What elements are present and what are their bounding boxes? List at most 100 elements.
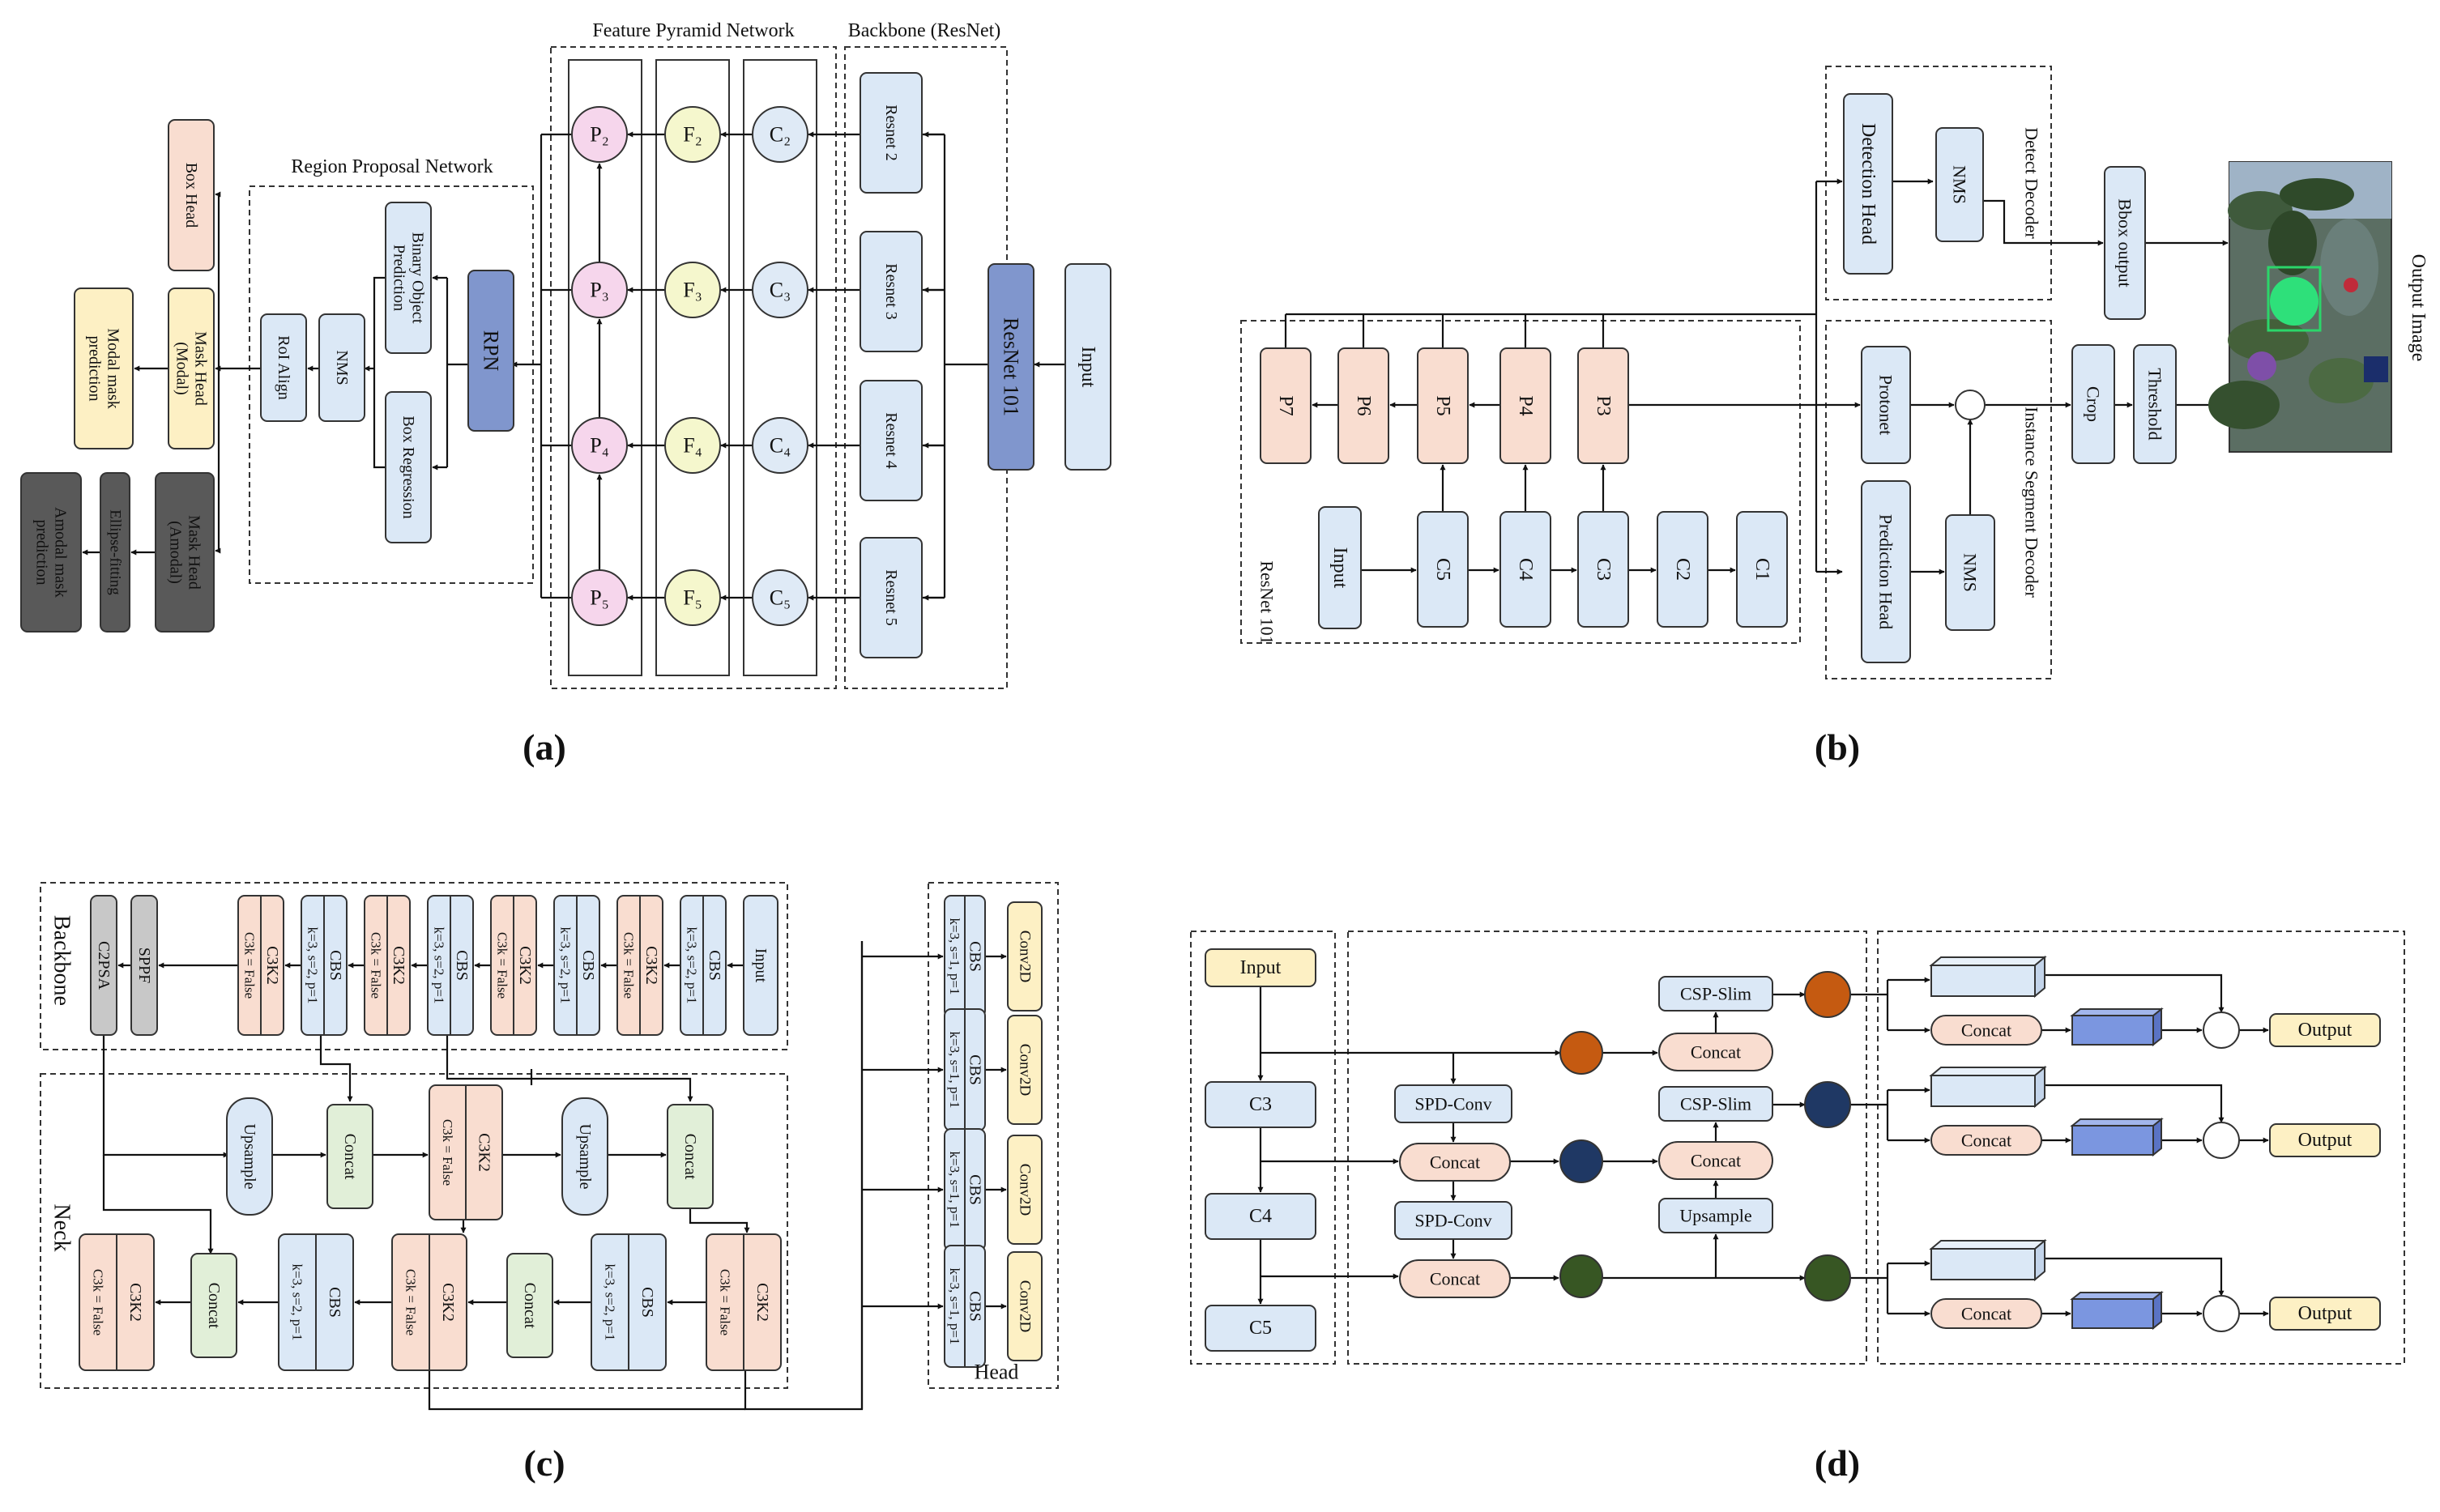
head-conv2d-1 — [1007, 1015, 1043, 1125]
input-block-label: Input — [1077, 347, 1098, 388]
connector — [102, 1035, 229, 1158]
head-cbs-2-sublabel: k=3, s=1, p=1 — [947, 1152, 962, 1229]
backbone-block-4-sublabel: C3k = False — [495, 932, 510, 999]
output-block-0-label: Output — [2298, 1020, 2353, 1041]
output-image — [2208, 161, 2392, 453]
detection-head-block-label: Detection Head — [1858, 123, 1879, 245]
input-frame-d — [1190, 931, 1336, 1365]
backbone-block-3-label: CBS — [579, 950, 597, 981]
roi-align-block-label: RoI Align — [275, 335, 292, 399]
p-block-p5-label: P5 — [1432, 395, 1453, 415]
nms-bottom-block — [1945, 514, 1995, 631]
c-block-c1-label: C1 — [1751, 558, 1772, 581]
c3-block — [1205, 1081, 1316, 1128]
backbone-block-9 — [130, 895, 158, 1036]
p-node-label: P₅ — [590, 586, 609, 610]
neck-label: Neck — [49, 1203, 75, 1251]
c4-block — [1205, 1193, 1316, 1240]
upsample-d — [1658, 1198, 1773, 1233]
input-block — [1064, 263, 1111, 471]
concat-d3 — [1658, 1033, 1773, 1071]
c-node-label: C₃ — [770, 279, 791, 302]
c-node-label: C₅ — [770, 586, 791, 610]
c-block-c2-label: C2 — [1672, 558, 1693, 581]
head-cbs-0-sublabel: k=3, s=1, p=1 — [947, 918, 962, 995]
concat-head-1 — [1930, 1125, 2042, 1156]
c4-block-label: C4 — [1249, 1206, 1272, 1227]
concat-a — [190, 1253, 237, 1358]
neck-frame — [40, 1073, 788, 1389]
crop-block — [2071, 344, 2115, 464]
f-node-label: F₃ — [683, 279, 702, 302]
ellipse-fitting-block — [100, 472, 130, 632]
c-node-2 — [752, 106, 808, 163]
csp-slim-2 — [1658, 1086, 1773, 1122]
threshold-block-label: Threshold — [2145, 368, 2165, 440]
box-regression-block-label: Box Regression — [399, 415, 417, 518]
upsample-d-label: Upsample — [1679, 1206, 1751, 1226]
concat-d4-label: Concat — [1691, 1151, 1741, 1171]
amodal-prediction-block — [20, 472, 82, 632]
f-node-label: F₄ — [683, 434, 702, 458]
neck-c3k2-a-label: C3K2 — [126, 1283, 144, 1322]
conv-slab-1 — [2070, 1117, 2164, 1157]
caption-a: (a) — [523, 726, 566, 768]
roi-align-block — [260, 313, 307, 422]
c5-block-label: C5 — [1249, 1318, 1272, 1339]
concat-d3-label: Concat — [1691, 1042, 1741, 1063]
connector — [446, 1035, 693, 1102]
csp-slim-1 — [1658, 976, 1773, 1012]
neck-cbs-b-label: CBS — [638, 1287, 656, 1318]
fpn-column-2 — [743, 59, 817, 676]
node-green-1 — [1559, 1254, 1603, 1298]
detect-decoder-label: Detect Decoder — [2022, 127, 2042, 239]
neck-frame-d — [1347, 931, 1867, 1365]
mask-head-modal-block — [168, 287, 215, 449]
head-frame-d — [1877, 931, 2405, 1365]
modal-prediction-block-label: Modal mask — [105, 328, 122, 408]
backbone-block-6-label: C3K2 — [390, 946, 407, 985]
backbone-block-7-sublabel: k=3, s=2, p=1 — [305, 927, 321, 1004]
head-conv2d-2 — [1007, 1135, 1043, 1245]
resnet-stage-2 — [860, 72, 923, 194]
p-node-label: P₃ — [590, 279, 609, 302]
backbone-block-2-label: C3K2 — [642, 946, 660, 985]
connector — [102, 1155, 214, 1254]
p-block-p4-label: P4 — [1515, 395, 1536, 415]
backbone-block-10 — [90, 895, 117, 1036]
nms-block — [318, 313, 365, 422]
input-block-b-label: Input — [1329, 547, 1350, 589]
node-orange-1 — [1559, 1031, 1603, 1075]
backbone-block-4-label: C3K2 — [516, 946, 534, 985]
spd-conv-2 — [1394, 1201, 1512, 1240]
upsample-2 — [561, 1097, 608, 1216]
concat-2 — [667, 1104, 714, 1209]
input-block-b — [1318, 506, 1362, 629]
head-conv2d-2-label: Conv2D — [1017, 1164, 1034, 1216]
ellipse-fitting-block-label: Ellipse-fitting — [107, 509, 124, 595]
p-block-p5 — [1417, 347, 1469, 464]
protonet-block-label: Protonet — [1876, 375, 1896, 436]
modal-prediction-block-label: prediction — [86, 335, 104, 401]
c-node-label: C₄ — [770, 434, 791, 458]
neck-cbs-a-sublabel: k=3, s=2, p=1 — [290, 1264, 305, 1341]
output-block-0 — [2269, 1013, 2381, 1047]
detection-head-block — [1843, 93, 1893, 275]
concat-d1-label: Concat — [1430, 1152, 1480, 1173]
f-node-3 — [664, 262, 721, 318]
mask-head-amodal-block-label: (Amodal) — [167, 521, 185, 584]
p-node-label: P₂ — [590, 123, 609, 147]
fpn-frame — [550, 46, 837, 689]
connector — [428, 1370, 745, 1411]
detect-decoder-frame — [1825, 66, 2052, 300]
output-block-1-label: Output — [2298, 1130, 2353, 1151]
head-conv2d-3-label: Conv2D — [1017, 1280, 1034, 1332]
instance-decoder-label: Instance Segment Decoder — [2022, 407, 2042, 598]
backbone-title: Backbone (ResNet) — [848, 20, 1001, 41]
resnet101-frame — [1240, 320, 1801, 644]
caption-b: (b) — [1815, 726, 1860, 768]
node-green-2 — [1804, 1254, 1851, 1301]
p-block-p3 — [1577, 347, 1629, 464]
amodal-prediction-block-label: Amodal mask — [52, 507, 70, 598]
input-block-d — [1205, 948, 1316, 987]
